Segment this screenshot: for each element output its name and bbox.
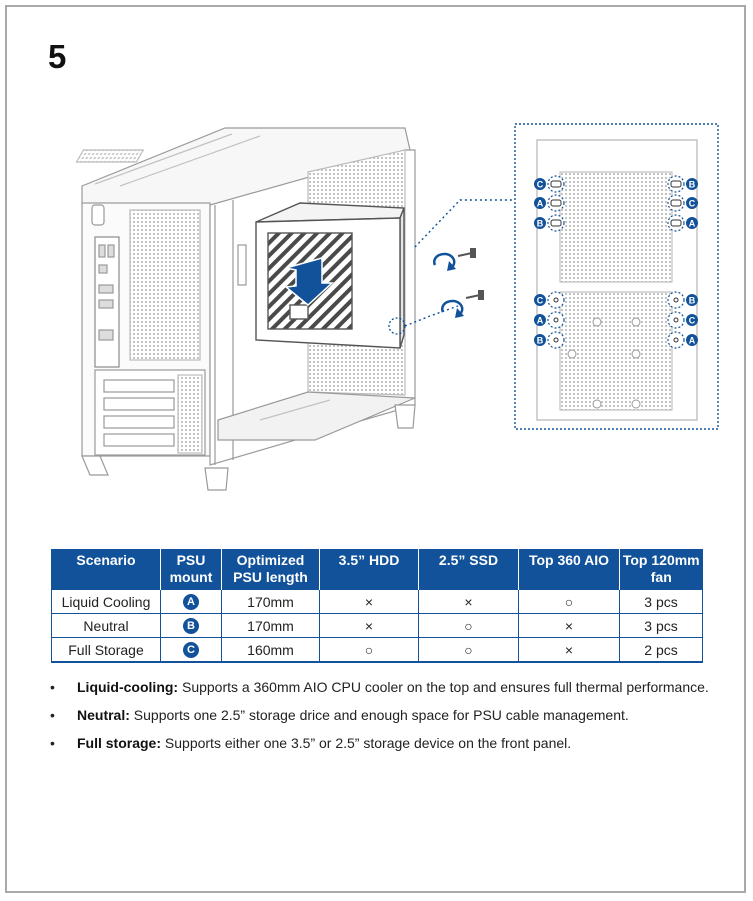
- note-item: • Full storage: Supports either one 3.5” …: [50, 733, 730, 753]
- ssd-cell: ×: [418, 589, 519, 614]
- mount-badge-label: A: [689, 336, 696, 346]
- fan-cell: 3 pcs: [619, 589, 703, 614]
- note-item: • Neutral: Supports one 2.5” storage dric…: [50, 705, 730, 725]
- length-cell: 160mm: [221, 637, 320, 663]
- ssd-cell: ○: [418, 613, 519, 638]
- mount-hole: [550, 219, 562, 227]
- mount-badge-label: C: [689, 316, 696, 326]
- mount-badge-marker: [534, 178, 546, 190]
- screw-icon: [465, 290, 484, 300]
- mount-badge: B: [183, 618, 199, 635]
- table-row: Liquid Cooling A 170mm × × ○ 3 pcs: [51, 589, 703, 614]
- mount-hole: [553, 297, 559, 303]
- rotate-arrow-icon: [433, 252, 464, 318]
- mount-hole: [673, 337, 679, 343]
- note-term: Neutral:: [77, 707, 130, 723]
- psu-unit: [255, 202, 406, 349]
- mount-hole: [550, 180, 562, 188]
- bullet-icon: •: [50, 707, 55, 723]
- mount-cell: B: [160, 613, 222, 638]
- hdd-cell: ×: [319, 589, 419, 614]
- mount-badge-label: C: [537, 296, 544, 306]
- column-header: 3.5” HDD: [319, 549, 419, 590]
- column-header: Optimized PSU length: [221, 549, 320, 590]
- mount-badge-marker: [686, 197, 698, 209]
- table-row: Neutral B 170mm × ○ × 3 pcs: [51, 613, 703, 638]
- mount-cell: C: [160, 637, 222, 663]
- mount-hole: [670, 219, 682, 227]
- mount-hole: [670, 199, 682, 207]
- note-text: Supports either one 3.5” or 2.5” storage…: [161, 735, 572, 751]
- note-text: Supports a 360mm AIO CPU cooler on the t…: [178, 679, 709, 695]
- scenario-notes: • Liquid-cooling: Supports a 360mm AIO CP…: [50, 677, 730, 761]
- hdd-cell: ○: [319, 637, 419, 663]
- column-header: Top 120mm fan: [619, 549, 703, 590]
- mount-badge-label: B: [537, 219, 544, 229]
- length-cell: 170mm: [221, 589, 320, 614]
- scenario-cell: Liquid Cooling: [51, 589, 161, 614]
- mount-badge-marker: [534, 334, 546, 346]
- fan-cell: 3 pcs: [619, 613, 703, 638]
- mount-hole: [670, 180, 682, 188]
- page-frame: [5, 5, 746, 893]
- bullet-icon: •: [50, 679, 55, 695]
- column-header: Scenario: [51, 549, 161, 590]
- mount-hole: [553, 337, 559, 343]
- down-arrow-icon: [284, 257, 334, 306]
- mount-badge-marker: [686, 314, 698, 326]
- note-term: Liquid-cooling:: [77, 679, 179, 695]
- mount-badge-marker: [534, 217, 546, 229]
- mount-badge-marker: [534, 197, 546, 209]
- mount-badge-marker: [686, 217, 698, 229]
- note-text: Supports one 2.5” storage drice and enou…: [129, 707, 629, 723]
- mount-badge-label: A: [537, 316, 544, 326]
- mount-hole: [553, 317, 559, 323]
- note-item: • Liquid-cooling: Supports a 360mm AIO CP…: [50, 677, 730, 697]
- column-header: 2.5” SSD: [418, 549, 519, 590]
- table-header-row: Scenario PSU mount Optimized PSU length …: [51, 549, 703, 590]
- mount-badge-marker: [534, 294, 546, 306]
- aio-cell: ×: [518, 637, 620, 663]
- psu-scenario-table: Scenario PSU mount Optimized PSU length …: [51, 549, 703, 663]
- mount-badge-label: A: [689, 219, 696, 229]
- bracket-detail-inset: [514, 123, 719, 430]
- hdd-cell: ×: [319, 613, 419, 638]
- mount-badge-label: C: [689, 199, 696, 209]
- mount-badge-marker: [534, 314, 546, 326]
- length-cell: 170mm: [221, 613, 320, 638]
- screw-icon: [457, 248, 476, 258]
- mount-badge-label: C: [537, 180, 544, 190]
- aio-cell: ○: [518, 589, 620, 614]
- bullet-icon: •: [50, 735, 55, 751]
- scenario-cell: Neutral: [51, 613, 161, 638]
- fan-cell: 2 pcs: [619, 637, 703, 663]
- mount-hole: [673, 297, 679, 303]
- mount-badge-marker: [686, 334, 698, 346]
- aio-cell: ×: [518, 613, 620, 638]
- ssd-cell: ○: [418, 637, 519, 663]
- table-row: Full Storage C 160mm ○ ○ × 2 pcs: [51, 637, 703, 663]
- mount-badge-label: B: [537, 336, 544, 346]
- mount-badge-marker: [686, 178, 698, 190]
- step-number: 5: [48, 38, 67, 75]
- column-header: Top 360 AIO: [518, 549, 620, 590]
- mount-badge-label: B: [689, 180, 696, 190]
- mount-cell: A: [160, 589, 222, 614]
- mount-badge-label: B: [689, 296, 696, 306]
- mount-hole: [550, 199, 562, 207]
- scenario-cell: Full Storage: [51, 637, 161, 663]
- mount-badge-label: A: [537, 199, 544, 209]
- mount-badge-marker: [686, 294, 698, 306]
- column-header: PSU mount: [160, 549, 222, 590]
- note-term: Full storage:: [77, 735, 162, 751]
- mount-hole: [673, 317, 679, 323]
- mount-badge: A: [183, 594, 199, 611]
- mount-badge: C: [183, 642, 199, 659]
